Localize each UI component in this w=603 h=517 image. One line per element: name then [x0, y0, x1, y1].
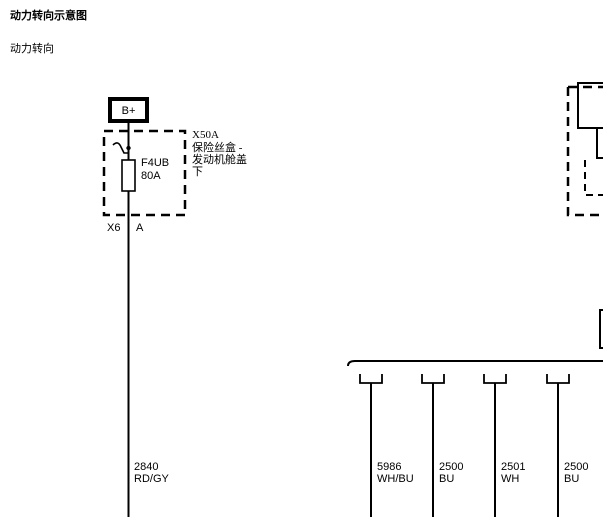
fuse-block-outline — [102, 129, 187, 217]
bus-bar — [347, 360, 603, 367]
terminal-pin: A — [136, 222, 144, 234]
terminal-connector: X6 — [107, 222, 120, 234]
splice-dot — [126, 145, 131, 151]
bus-wire-1 — [359, 374, 383, 517]
bus-wire-3-circuit: 2501 — [501, 461, 525, 473]
main-wire-color: RD/GY — [134, 473, 170, 485]
bus-wire-3-color: WH — [501, 473, 519, 485]
component-lower-box — [599, 309, 603, 349]
bus-wire-1-circuit: 5986 — [377, 461, 401, 473]
component-inner-lead — [596, 128, 603, 159]
page-title: 动力转向示意图 — [10, 10, 87, 22]
bus-wire-3 — [483, 374, 507, 517]
page-subtitle: 动力转向 — [10, 43, 54, 55]
bus-wire-1-color: WH/BU — [377, 473, 414, 485]
bus-wire-2-color: BU — [439, 473, 454, 485]
fuse-block-name-line1: 保险丝盒 - — [192, 140, 243, 154]
bus-wire-2 — [421, 374, 445, 517]
fuse-block-name-line2: 发动机舱盖 — [192, 152, 247, 166]
battery-label: B+ — [122, 105, 136, 117]
fuse-id: F4UB — [141, 157, 169, 169]
component-outline-left — [566, 87, 603, 217]
component-inner-dashed — [584, 160, 603, 196]
main-wire-circuit: 2840 — [134, 461, 158, 473]
fuse-element — [121, 159, 136, 192]
fuse-block-name-line3: 下 — [192, 166, 203, 178]
component-inner-box — [577, 82, 603, 129]
bus-wire-4-circuit: 2500 — [564, 461, 588, 473]
bus-wire-4-color: BU — [564, 473, 579, 485]
bus-wire-2-circuit: 2500 — [439, 461, 463, 473]
fuse-block-connector: X50A — [192, 129, 219, 141]
fuse-clip-symbol — [112, 142, 129, 154]
bus-wire-4 — [546, 374, 570, 517]
fuse-rating: 80A — [141, 170, 161, 182]
